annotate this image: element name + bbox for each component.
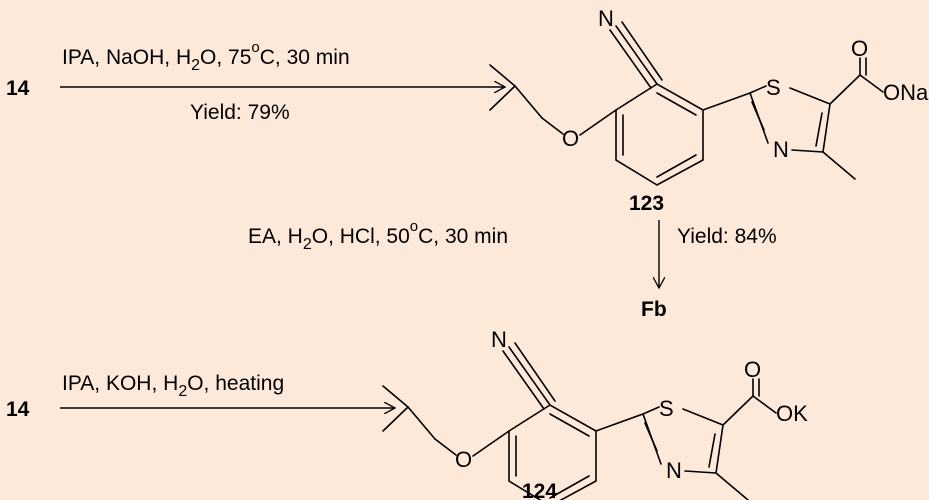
svg-text:OK: OK — [776, 401, 808, 426]
svg-text:O: O — [455, 447, 472, 472]
svg-text:N: N — [598, 6, 614, 31]
step3-conditions: IPA, KOH, H2O, heating — [62, 372, 284, 400]
molecule-124: N O S N O OK — [382, 327, 808, 500]
svg-text:N: N — [666, 458, 682, 483]
step2-yield: Yield: 84% — [677, 225, 777, 248]
step1-conditions: IPA, NaOH, H2O, 75oC, 30 min — [62, 39, 350, 74]
step1-yield: Yield: 79% — [190, 101, 290, 124]
step2-conditions: EA, H2O, HCl, 50oC, 30 min — [248, 218, 508, 253]
svg-text:O: O — [744, 357, 761, 382]
compound-label-123: 123 — [629, 192, 664, 215]
svg-text:S: S — [766, 75, 781, 100]
svg-text:N: N — [491, 327, 507, 352]
compound-label-14b: 14 — [6, 398, 30, 421]
compound-label-14: 14 — [6, 77, 30, 100]
molecule-123: N O S N O ONa — [489, 6, 929, 186]
svg-text:O: O — [851, 36, 868, 61]
svg-text:N: N — [773, 137, 789, 162]
compound-label-124: 124 — [522, 480, 557, 500]
svg-text:ONa: ONa — [883, 80, 929, 105]
svg-text:O: O — [562, 126, 579, 151]
compound-label-fb: Fb — [641, 298, 667, 321]
svg-text:S: S — [659, 396, 674, 421]
